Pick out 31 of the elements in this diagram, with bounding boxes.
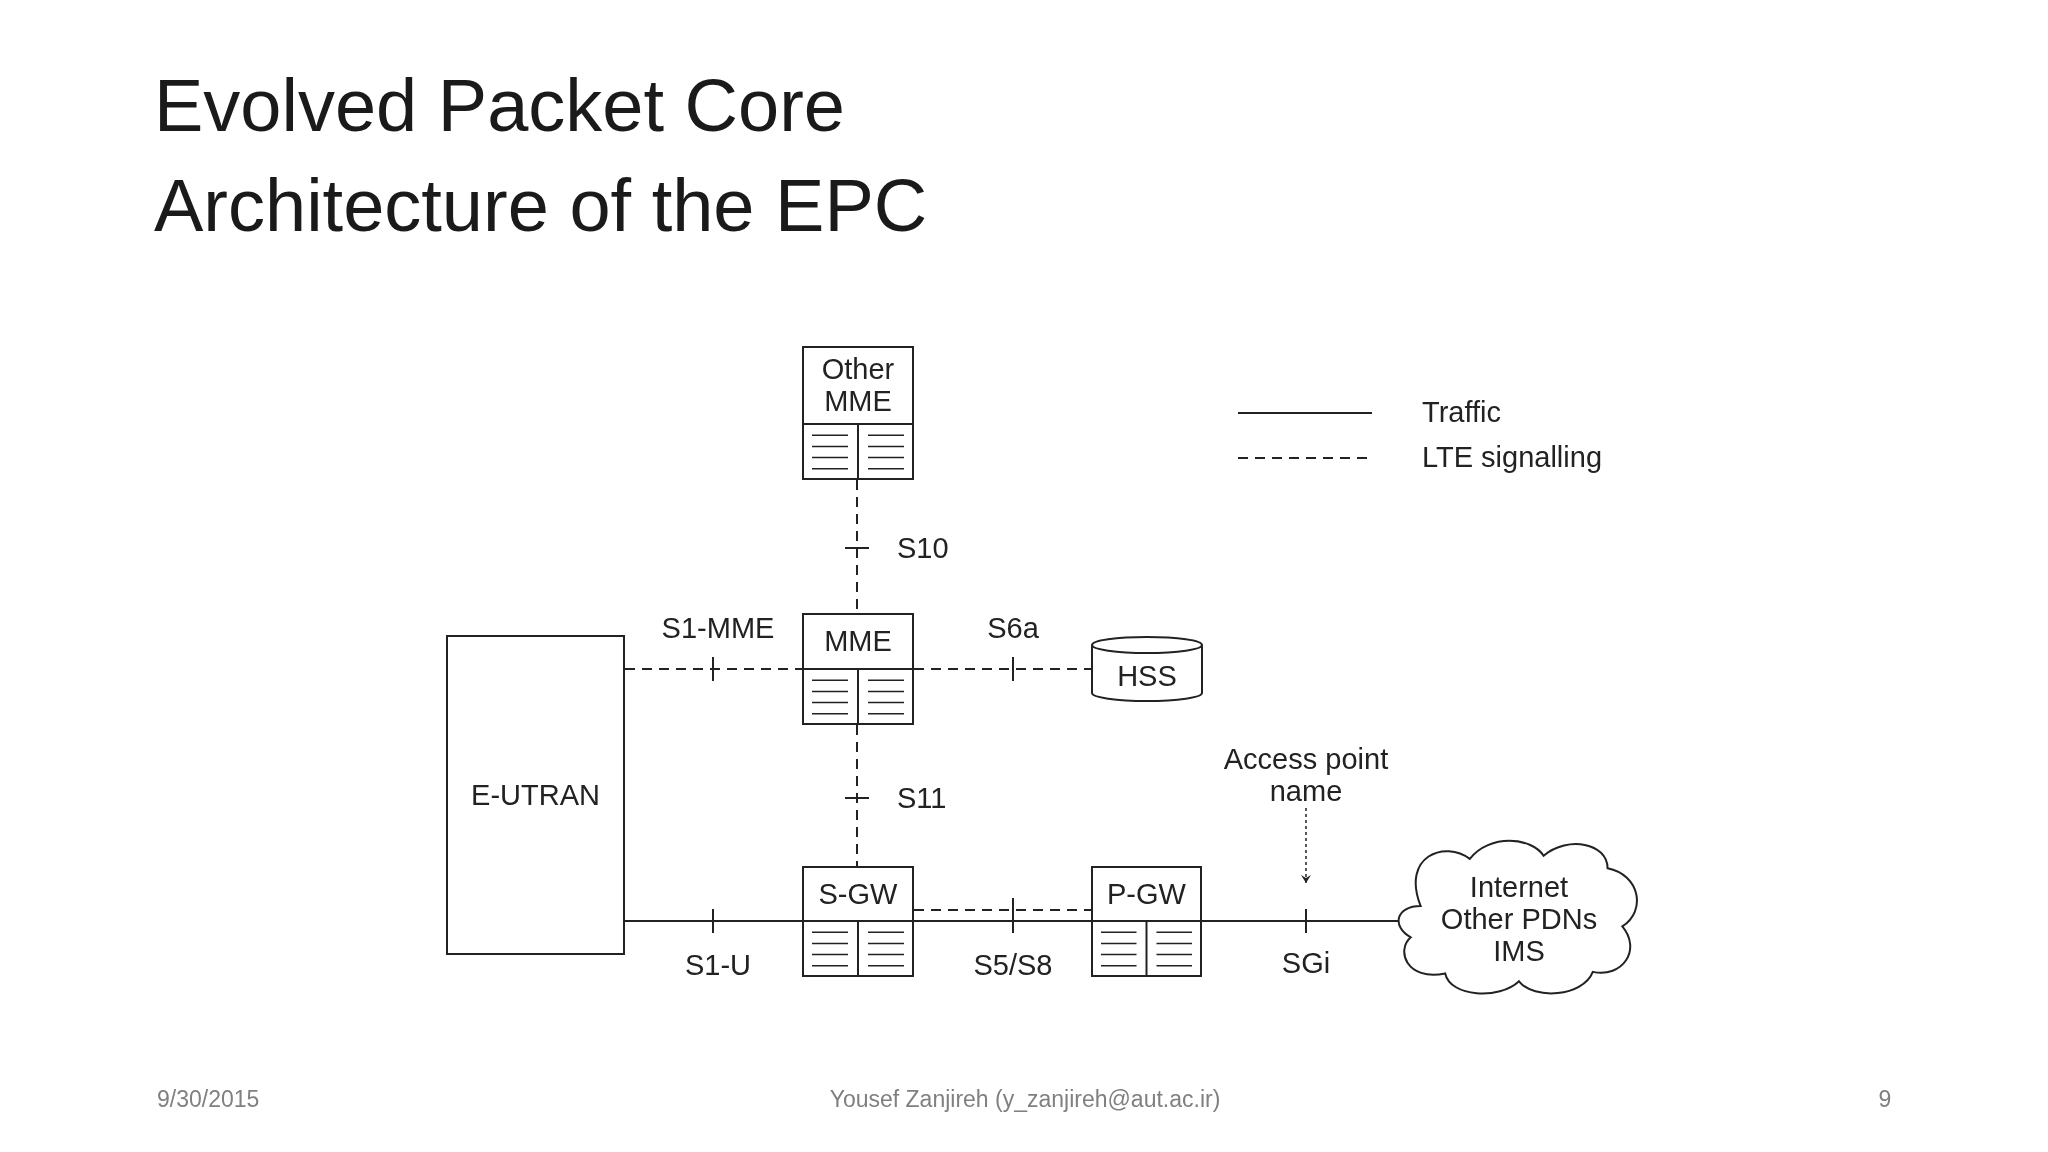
node-label: Other PDNs xyxy=(1440,902,1598,935)
slide-title: Evolved Packet Core xyxy=(154,63,845,149)
connector-line xyxy=(1201,920,1399,922)
connector-line xyxy=(913,920,1092,922)
connector-line xyxy=(624,668,803,670)
network-element-box xyxy=(802,613,914,725)
network-element-box xyxy=(802,866,914,977)
legend-label: Traffic xyxy=(1422,396,1501,428)
node-label: S-GW xyxy=(818,877,898,910)
page-number: 9 xyxy=(1878,1085,1892,1113)
network-element-box xyxy=(802,346,914,480)
arrow xyxy=(1301,807,1311,884)
node-label: IMS xyxy=(1493,934,1545,967)
connector-line xyxy=(913,668,1092,670)
connector-line xyxy=(856,724,858,867)
database-cylinder xyxy=(1091,636,1203,702)
node-label: HSS xyxy=(1117,660,1177,692)
node-label: Other MME xyxy=(820,353,896,417)
footer-date: 9/30/2015 xyxy=(157,1085,260,1113)
connector-line xyxy=(624,920,803,922)
node-label: Internet xyxy=(1469,870,1569,903)
node-label: Access point name xyxy=(1222,743,1390,807)
node-label: P-GW xyxy=(1107,877,1186,910)
footer-author: Yousef Zanjireh (y_zanjireh@aut.ac.ir) xyxy=(829,1085,1221,1113)
node-label: E-UTRAN xyxy=(471,779,600,811)
network-element-box xyxy=(1091,866,1202,977)
connector-line xyxy=(913,909,1092,911)
network-box xyxy=(446,635,625,955)
node-label: MME xyxy=(824,625,892,657)
slide-subtitle: Architecture of the EPC xyxy=(154,163,928,249)
legend-label: LTE signalling xyxy=(1422,441,1602,473)
